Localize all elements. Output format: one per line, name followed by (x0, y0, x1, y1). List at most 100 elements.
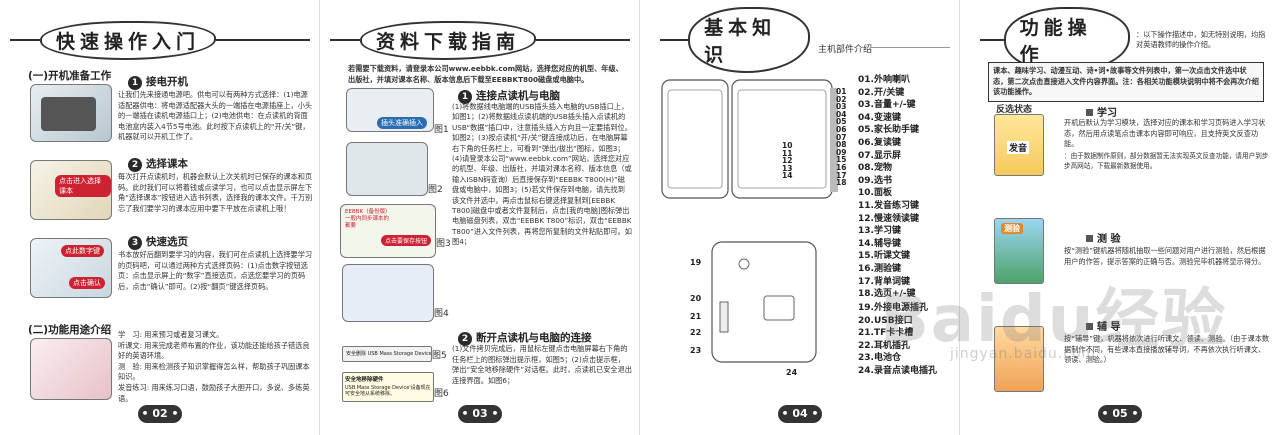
part-item: 24.录音点读电插孔 (858, 365, 937, 376)
book-image: 点击进入选择课本 (30, 160, 112, 220)
device-spine (830, 88, 838, 192)
part-item: 10.面板 (858, 188, 892, 199)
back-callout-number: 23 (690, 346, 702, 355)
quiz-screen-image: 测验 (994, 218, 1044, 284)
side-ports (719, 301, 729, 333)
section-heading: (二)功能用途介绍 (28, 324, 112, 336)
page-05: 功能操作 ：以下操作描述中，如无特别说明，均指对英语教师的操作介绍。 课本、趣味… (960, 0, 1280, 435)
page-title-bar: 快速操作入门 (10, 20, 310, 60)
part-item: 07.显示屏 (858, 150, 901, 161)
page-number: • 04 • (778, 405, 822, 423)
part-item: 01.外响喇叭 (858, 75, 910, 85)
device-left-screen (667, 89, 723, 189)
section-title: 辅 导 (1086, 318, 1120, 333)
part-item: 21.TF卡卡槽 (858, 328, 914, 339)
back-callout-number: 19 (690, 258, 702, 267)
usage-image (30, 338, 112, 400)
figure-2 (346, 142, 428, 196)
info-box: 课本、趣味学习、动漫互动、诗•词•故事等文件列表中，第一次点击文件选中状态，第二… (988, 62, 1264, 102)
step-text: 每次打开点读机时，机器会默认上次关机时已保存的课本和页码。此时我们可以将着钱或点… (118, 172, 313, 213)
square-bullet-icon (1086, 109, 1093, 116)
part-item: 16.测验键 (858, 263, 901, 274)
part-item: 12.慢速领读键 (858, 213, 919, 224)
part-item: 18.选页+/-键 (858, 289, 916, 300)
square-bullet-icon (1086, 235, 1093, 242)
page-number: • 02 • (138, 405, 182, 423)
page-title: 快速操作入门 (40, 20, 217, 60)
figure-caption: 图5 (432, 351, 447, 361)
quiz-text: 按“测验”键机器将随机抽取一些问题对用户进行测验，然后根据用户的作答，提示答案的… (1064, 246, 1266, 266)
reverse-label: 反选状态 (996, 105, 1033, 115)
page-title-bar: 资料下载指南 (330, 20, 630, 60)
page-title-bar: 基本知识 (660, 7, 810, 73)
part-item: 19.外接电源插孔 (858, 303, 928, 313)
function-item: 发音练习: 用来练习口语，鼓励孩子大胆开口，多说、多练英语。 (118, 382, 310, 403)
part-item: 03.音量+/-键 (858, 100, 916, 111)
tutor-text: 按“辅导”键，机器将依次进行听课文、领读、测验。（由于课本数据制作不同，有些课本… (1064, 334, 1270, 365)
part-item: 15.听课文键 (858, 251, 910, 262)
figure-4 (342, 264, 434, 322)
back-callout-number: 21 (690, 312, 702, 321)
page-select-image: 点此数字键 点击确认 (30, 238, 112, 298)
figure-3: EEBBK（备份版）一般内同步课本的都要 点击要保存按钮 (340, 204, 436, 258)
part-item: 23.电池仓 (858, 353, 901, 364)
figure-caption: 图4 (434, 309, 449, 319)
section-title: 学习 (1086, 104, 1117, 119)
back-callout-number: 22 (690, 328, 702, 337)
page-number: • 05 • (1098, 405, 1142, 423)
back-callout-number: 20 (690, 294, 702, 303)
part-item: 14.辅导键 (858, 238, 901, 249)
figure-caption: 图6 (434, 389, 449, 399)
section-heading: (一)开机准备工作 (28, 70, 112, 82)
device-right-screen (737, 89, 827, 189)
callout-label: 点此数字键 (61, 245, 104, 257)
figure-label: 插头准确插入 (377, 117, 427, 129)
device-image (30, 84, 112, 142)
study-note: ：由于数据制作原则，部分数据暂无法实现英文反查功能，请用户到步步高网站，下载最新… (1064, 152, 1269, 170)
function-item: 听课文: 用来完成老师布置的作业，该功能还能给孩子错选良好的英语环境。 (118, 340, 310, 361)
square-bullet-icon (1086, 323, 1093, 330)
page-number: • 03 • (458, 405, 502, 423)
function-item: 学 习: 用来预习或者复习课文。 (118, 330, 224, 339)
part-item: 02.开/关键 (858, 87, 905, 98)
back-callout-number: 24 (786, 368, 798, 377)
device-right-panel (731, 79, 833, 199)
step-text: 让我们先来接通电源吧。供电可以有两种方式选择：(1)电源适配器供电：将电源适配器… (118, 90, 313, 142)
part-item: 06.复读键 (858, 137, 901, 148)
back-port (738, 258, 750, 270)
step-text: (1)文件拷贝完成后，用鼠标左键点击电脑屏幕右下角的任务栏上的图标弹出提示框，如… (452, 344, 632, 385)
figure-6: 安全地移除硬件 USB Mass Storage Device'设备现在可安全地… (342, 372, 434, 402)
device-back-diagram (711, 241, 817, 363)
figure-caption: 图3 (436, 239, 451, 249)
part-item: 11.发音练习键 (858, 200, 919, 211)
step-number: 2 (128, 158, 142, 172)
figure-1: 插头准确插入 (346, 88, 434, 132)
figure-caption: 图2 (428, 185, 443, 195)
step-number: 3 (128, 236, 142, 250)
callout-label: 点击进入选择课本 (55, 175, 111, 197)
figure-5: 安全删除 USB Mass Storage Device - 驱动器(G:) (342, 346, 432, 362)
part-item: 05.家长助手键 (858, 125, 919, 136)
battery-cover (763, 295, 795, 321)
part-item: 17.背单词键 (858, 276, 910, 287)
back-parts-list: 19.外接电源插孔 20.USB接口 21.TF卡卡槽 22.耳机插孔 23.电… (858, 302, 937, 378)
part-item: 13.学习键 (858, 226, 901, 237)
parts-list: 01.外响喇叭 02.开/关键 03.音量+/-键 04.变速键 05.家长助手… (858, 74, 919, 301)
function-list: 学 习: 用来预习或者复习课文。 听课文: 用来完成老师布置的作业，该功能还能给… (118, 330, 314, 404)
page-subtitle: 主机部件介绍 (818, 45, 873, 55)
top-note: ：以下操作描述中，如无特别说明，均指对英语教师的操作介绍。 (1136, 30, 1266, 49)
study-text: 开机后默认为学习模块，选择对应的课本和学习页码进入学习状态，然后用点读笔点击课本… (1064, 118, 1266, 149)
part-item: 04.变速键 (858, 112, 901, 123)
part-item: 09.选书 (858, 175, 892, 186)
watermark-url: jingyan.baidu.com (950, 346, 1097, 362)
callout-label: 点击确认 (69, 277, 105, 289)
function-item: 测 验: 用来检测孩子知识掌握得怎么样，帮助孩子巩固课本知识。 (118, 361, 310, 382)
